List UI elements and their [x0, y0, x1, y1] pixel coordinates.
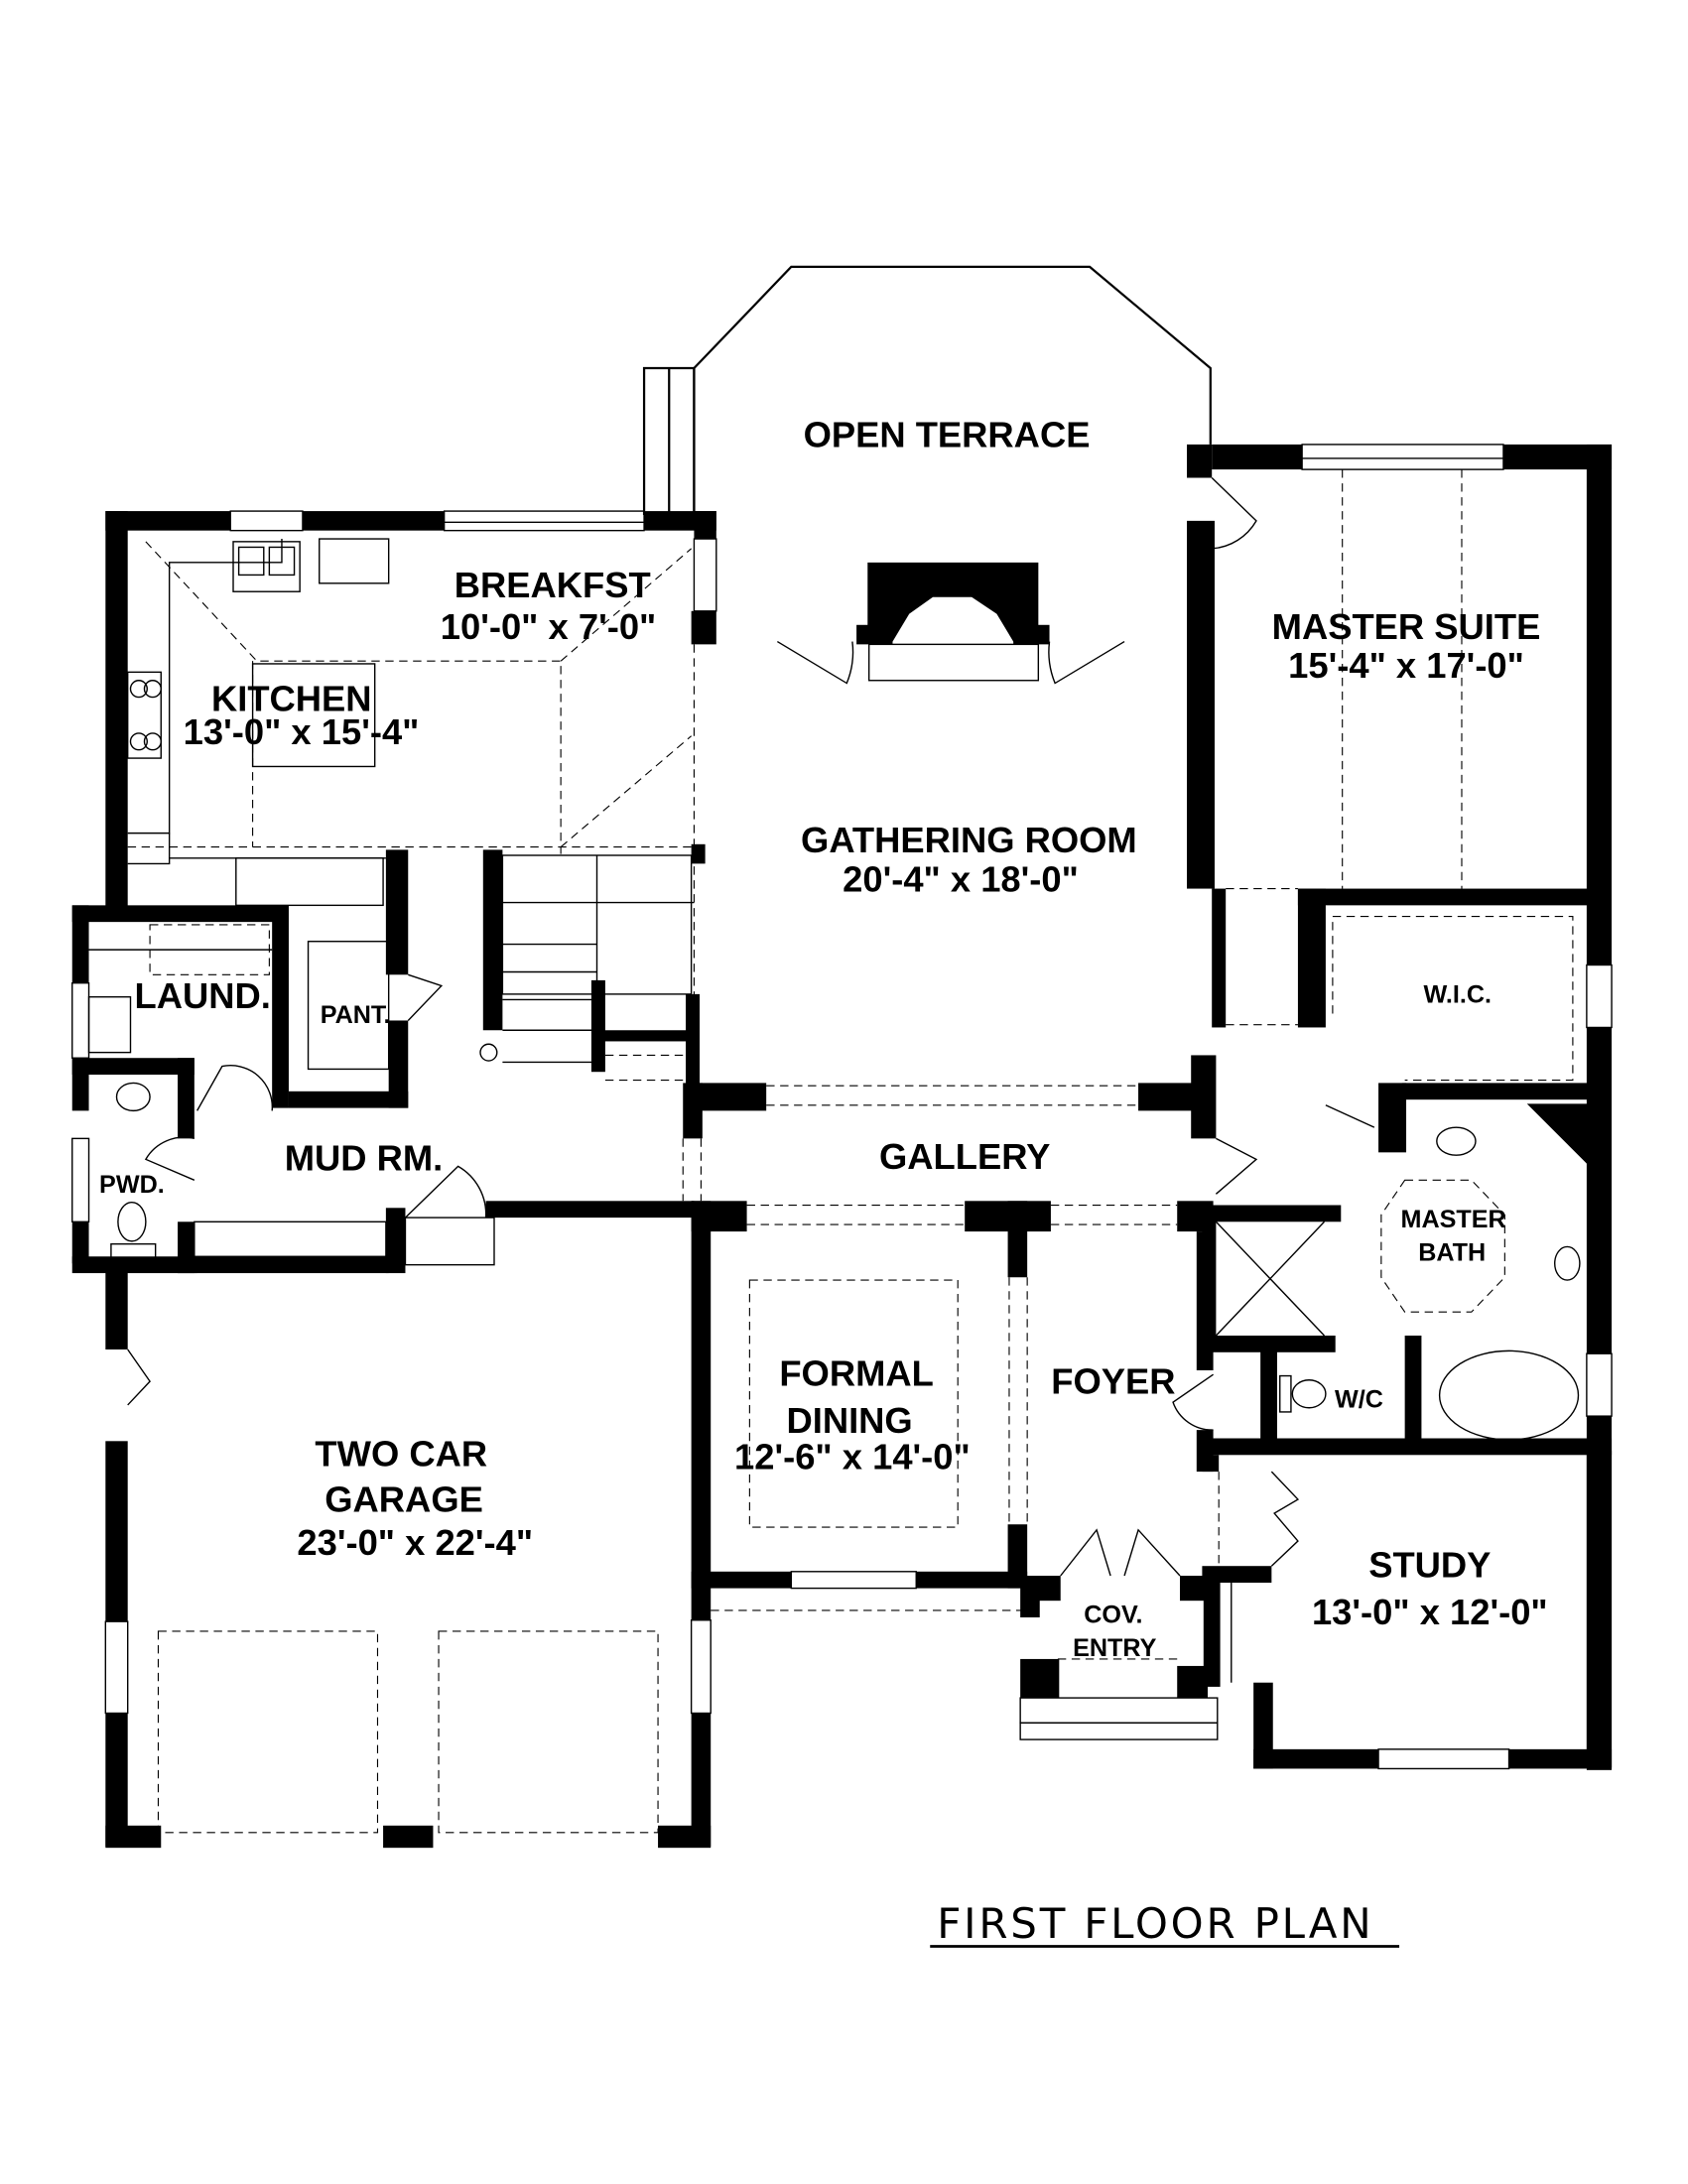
label-cov-entry-1: COV.	[1084, 1602, 1142, 1629]
label-formal-dining-size: 12'-6" x 14'-0"	[734, 1436, 971, 1477]
label-master-bath-2: BATH	[1418, 1238, 1486, 1266]
label-gathering-room: GATHERING ROOM	[801, 820, 1137, 860]
label-gathering-room-size: 20'-4" x 18'-0"	[843, 858, 1079, 899]
label-master-suite: MASTER SUITE	[1272, 606, 1541, 647]
label-gallery: GALLERY	[879, 1136, 1050, 1177]
label-formal-dining-1: FORMAL	[779, 1352, 934, 1393]
fixtures	[87, 469, 1581, 1834]
label-mud-room: MUD RM.	[285, 1138, 444, 1179]
label-kitchen-size: 13'-0" x 15'-4"	[184, 711, 420, 752]
label-study-size: 13'-0" x 12'-0"	[1312, 1592, 1548, 1632]
label-garage-2: GARAGE	[325, 1479, 483, 1520]
label-wic: W.I.C.	[1424, 980, 1492, 1008]
label-wc: W/C	[1335, 1386, 1383, 1414]
walls	[71, 444, 1613, 1849]
label-laundry: LAUND.	[135, 975, 271, 1016]
label-open-terrace: OPEN TERRACE	[804, 415, 1091, 455]
label-foyer: FOYER	[1051, 1361, 1175, 1402]
plan-title: FIRST FLOOR PLAN	[930, 1899, 1400, 1948]
label-kitchen: KITCHEN	[211, 679, 372, 719]
label-master-bath-1: MASTER	[1400, 1206, 1505, 1233]
plan-title-text: FIRST FLOOR PLAN	[937, 1899, 1373, 1948]
label-powder: PWD.	[99, 1171, 165, 1199]
fireplace	[856, 562, 1050, 682]
doors	[127, 477, 1375, 1577]
label-cov-entry-2: ENTRY	[1073, 1634, 1157, 1662]
label-garage-size: 23'-0" x 22'-4"	[297, 1522, 533, 1563]
label-breakfast: BREAKFST	[454, 565, 651, 605]
open-terrace-outline	[642, 265, 1212, 515]
label-garage-1: TWO CAR	[315, 1433, 487, 1474]
label-master-suite-size: 15'-4" x 17'-0"	[1288, 645, 1524, 686]
label-formal-dining-2: DINING	[786, 1400, 912, 1441]
room-labels: OPEN TERRACE BREAKFST 10'-0" x 7'-0" KIT…	[99, 415, 1548, 1662]
label-study: STUDY	[1368, 1544, 1491, 1585]
label-pantry: PANT.	[321, 1001, 391, 1029]
label-breakfast-size: 10'-0" x 7'-0"	[441, 606, 657, 647]
windows	[71, 444, 1613, 1770]
